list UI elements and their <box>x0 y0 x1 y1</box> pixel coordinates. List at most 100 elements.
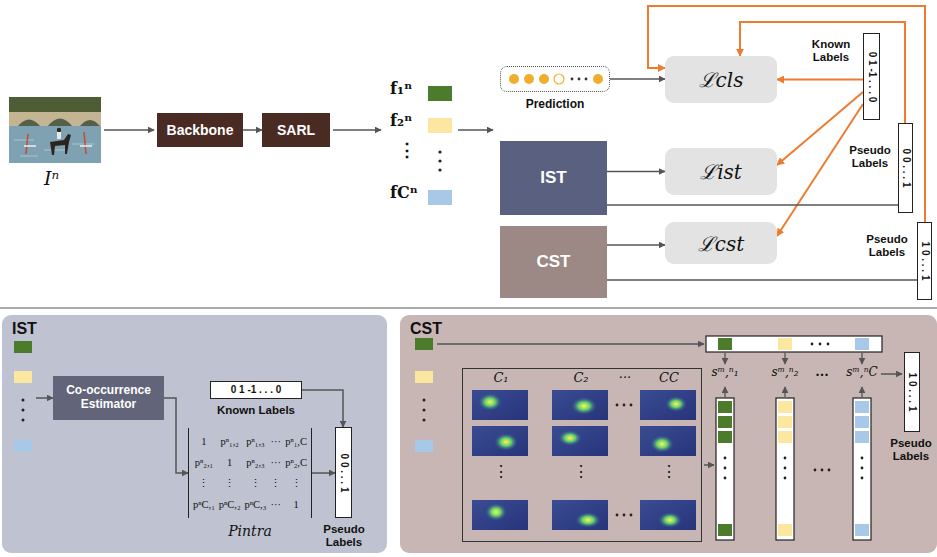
feature-label: f₂ⁿ <box>390 112 412 130</box>
flow-arrow <box>610 78 665 80</box>
cooccurrence-matrix: 1pⁿ₁,₂pⁿ₁,₃···pⁿ₁,Cpⁿ₂,₁1pⁿ₂,₃···pⁿ₂,C⋮⋮… <box>188 428 312 518</box>
box-text: ℒist <box>700 158 742 185</box>
input-photo <box>9 97 101 163</box>
vector-caption: Known Labels <box>805 38 857 63</box>
vector-caption: Pseudo Labels <box>846 144 894 169</box>
matrix-label: Pintra <box>189 524 311 539</box>
flow-arrow <box>607 279 917 281</box>
panel-fill <box>2 315 387 553</box>
matrix-cell: ··· <box>270 457 281 469</box>
label-vector: 1 0 . . . 1Pseudo Labels <box>904 352 920 432</box>
vector-values: 1 0 . . . 1 <box>920 242 930 281</box>
vector-values: 0 0 . . . 1 <box>901 149 911 188</box>
feature-squares <box>428 86 452 205</box>
matrix-cell: ⋮ <box>285 478 307 490</box>
ellipsis: ⋮ <box>661 463 677 481</box>
vector-values: 1 0 . . . 1 <box>907 373 917 412</box>
vector-values: 0 1 -1 . . . 0 <box>867 51 877 102</box>
process-box: Backbone <box>157 113 243 147</box>
flow-arrow <box>312 472 335 474</box>
image-label: Iⁿ <box>44 168 59 189</box>
matrix-cell: ··· <box>270 499 281 511</box>
ellipsis: ⋮ <box>398 140 416 160</box>
matrix-cell: 1 <box>193 436 215 448</box>
matrix-cell: ⋮ <box>219 478 241 490</box>
loss-box: ℒcst <box>665 222 777 264</box>
flow-arrow <box>333 129 381 131</box>
vector-values: 0 1 -1 . . . 0 <box>211 382 301 397</box>
class-header: C₁ <box>493 371 508 385</box>
flow-arrow <box>607 244 665 246</box>
loss-box: ℒcls <box>665 56 777 103</box>
vector-caption: Known Labels <box>201 404 311 417</box>
module-box: CST <box>500 226 607 298</box>
box-text: Backbone <box>167 122 234 138</box>
matrix-cell: pⁿ₁,₃ <box>245 436 267 448</box>
supervision-arrow <box>777 79 863 81</box>
process-box: SARL <box>262 113 330 147</box>
feature-label: fCⁿ <box>390 184 418 202</box>
matrix-cell: pⁿ₁,C <box>285 436 307 448</box>
matrix-cell: ⋮ <box>270 478 281 490</box>
matrix-cell: 1 <box>285 499 307 511</box>
loss-box: ℒist <box>665 148 777 195</box>
matrix-cell: pⁿ₂,C <box>285 457 307 469</box>
score-label: sᵐ,ⁿ₂ <box>771 366 798 379</box>
ellipsis: ··· <box>619 371 631 385</box>
flow-arrow <box>881 373 902 375</box>
vector-caption: Pseudo Labels <box>320 523 368 548</box>
supervision-arrow <box>648 6 925 222</box>
matrix-cell: pⁿC,₂ <box>219 499 241 511</box>
vector-caption: Pseudo Labels <box>863 233 911 258</box>
matrix-cell: ⋮ <box>193 478 215 490</box>
module-panel: CST C₁ C₂ ··· CC ⋮ ⋮ ⋮ 1 0 . . . 1Pseudo Labels <box>400 315 937 553</box>
matrix-cell: 1 <box>219 457 241 469</box>
vector-values: 0 0 . . . 1 <box>339 453 349 492</box>
panel-fill <box>400 315 937 553</box>
matrix-cell: pⁿC,₃ <box>245 499 267 511</box>
matrix-grid: 1pⁿ₁,₂pⁿ₁,₃···pⁿ₁,Cpⁿ₂,₁1pⁿ₂,₃···pⁿ₂,C⋮⋮… <box>193 431 307 515</box>
prediction-dots <box>509 74 603 84</box>
box-caption: Prediction <box>501 98 609 111</box>
estimator-box: Co-occurrence Estimator <box>53 376 164 420</box>
matrix-cell: pⁿ₂,₃ <box>245 457 267 469</box>
label-vector: Known Labels0 1 -1 . . . 0 <box>863 33 880 120</box>
heatmap-grid: C₁ C₂ ··· CC ⋮ ⋮ ⋮ <box>462 368 702 542</box>
ellipsis: ··· <box>815 368 829 382</box>
prediction-box: Prediction <box>500 66 610 92</box>
box-text: Co-occurrence Estimator <box>58 384 159 412</box>
box-text: ℒcls <box>699 66 744 93</box>
label-vector: 0 0 . . . 1Pseudo Labels <box>335 427 352 518</box>
module-panel: IST Co-occurrence Estimator 0 1 -1 . . . 0… <box>2 315 387 553</box>
flow-arrow <box>607 204 898 206</box>
label-vector: 0 1 -1 . . . 0Known Labels <box>210 381 302 399</box>
ellipsis: ⋮ <box>573 463 589 481</box>
matrix-cell: pⁿ₁,₂ <box>219 436 241 448</box>
box-text: IST <box>540 168 566 188</box>
matrix-cell: ··· <box>270 436 281 448</box>
flow-arrow <box>243 129 262 131</box>
divider <box>0 307 937 309</box>
box-text: ℒcst <box>698 230 745 257</box>
panel-heading: CST <box>410 320 442 338</box>
matrix-cell: ⋮ <box>245 478 267 490</box>
label-vector: Pseudo Labels1 0 . . . 1 <box>917 222 932 300</box>
label-vector: Pseudo Labels0 0 . . . 1 <box>898 123 913 213</box>
matrix-cell: pⁿC,₁ <box>193 499 215 511</box>
box-text: SARL <box>277 122 315 138</box>
panel-heading: IST <box>12 320 37 338</box>
flow-arrow <box>104 129 154 131</box>
supervision-arrow <box>777 104 863 236</box>
ellipsis: ⋮ <box>493 463 509 481</box>
score-label: sᵐ,ⁿC <box>846 366 877 379</box>
flow-arrow <box>458 129 493 131</box>
class-header: C₂ <box>573 371 588 385</box>
flow-arrow <box>704 464 714 466</box>
module-box: IST <box>500 141 607 215</box>
score-label: sᵐ,ⁿ₁ <box>711 366 738 379</box>
class-header: CC <box>659 371 679 385</box>
